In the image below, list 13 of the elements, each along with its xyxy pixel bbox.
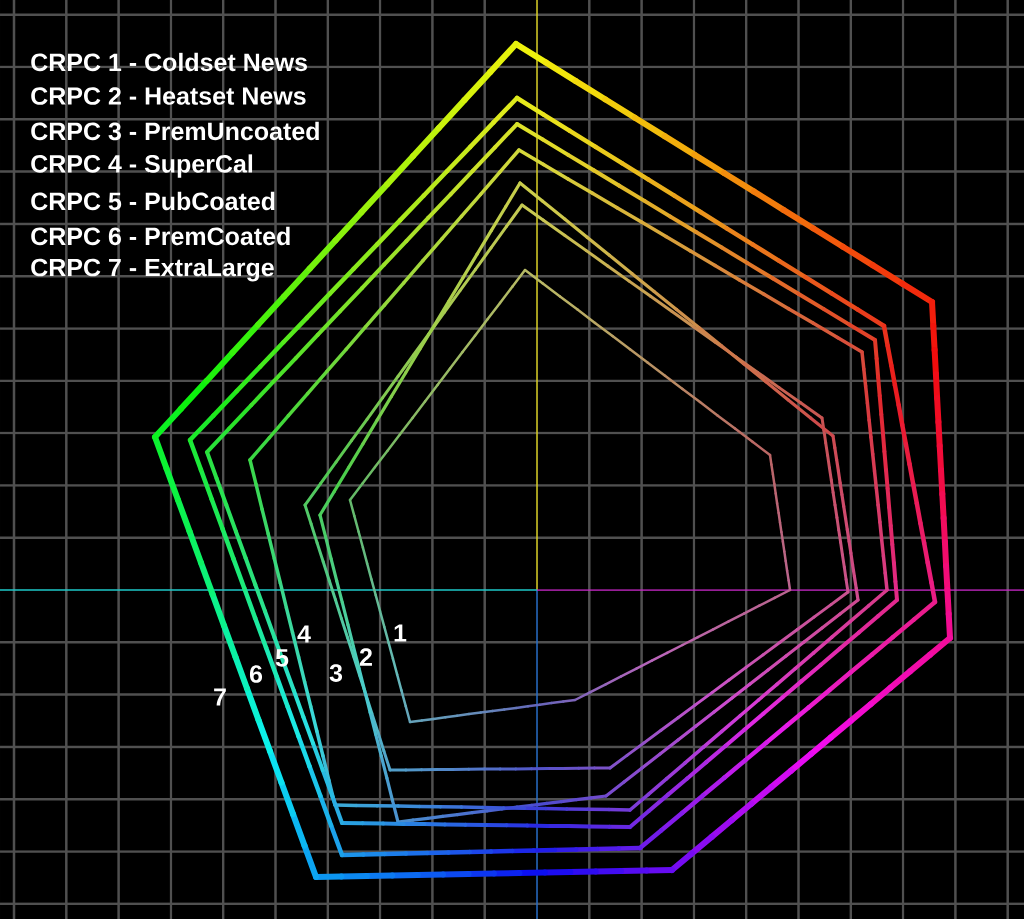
callout-number: 4 [297,625,311,643]
legend-text: CRPC 4 - SuperCal [31,154,253,178]
legend-text: CRPC 3 - PremUncoated [31,121,319,141]
legend-text: CRPC 7 - ExtraLarge [31,258,274,282]
callout-number: 6 [249,665,263,683]
callout-number: 2 [359,648,372,666]
callout-number: 7 [214,688,226,706]
callout-number: 3 [329,664,343,682]
callout-number: 1 [394,624,407,642]
legend-text: CRPC 1 - Coldset News [31,52,307,72]
legend-text: CRPC 2 - Heatset News [31,87,306,105]
legend-text: CRPC 5 - PubCoated [31,191,275,211]
legend-text: CRPC 6 - PremCoated [31,226,290,246]
